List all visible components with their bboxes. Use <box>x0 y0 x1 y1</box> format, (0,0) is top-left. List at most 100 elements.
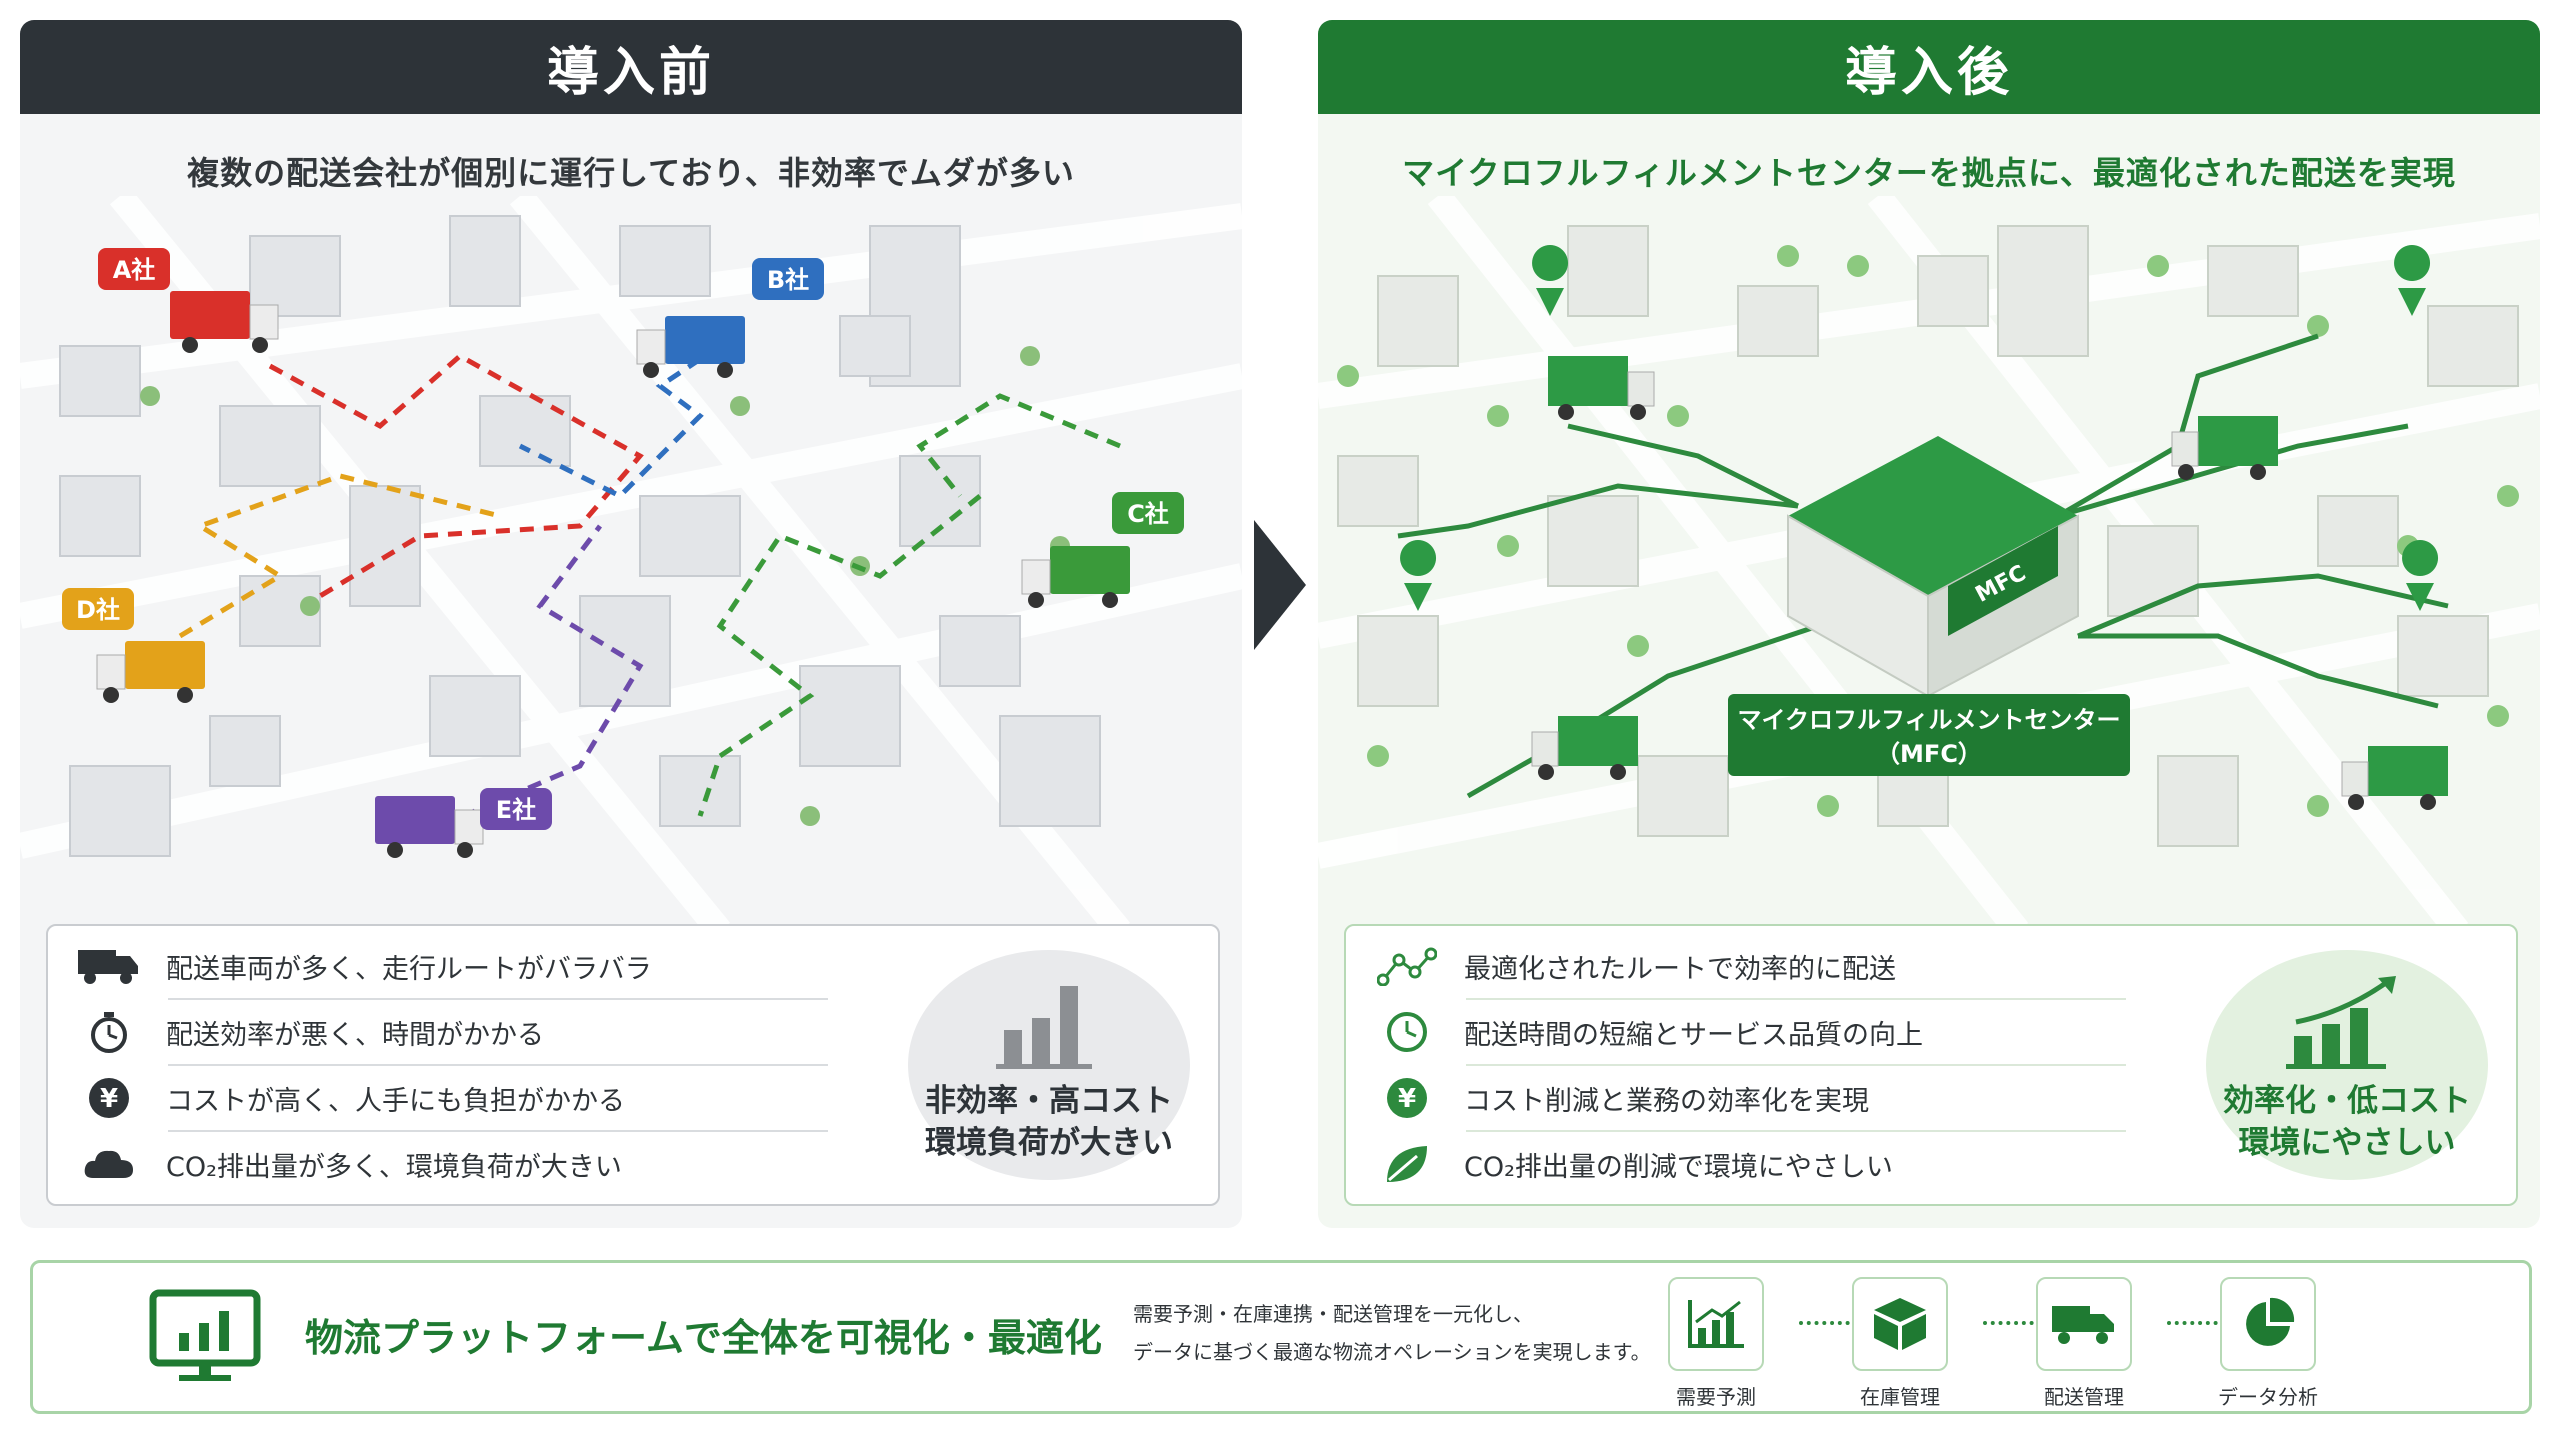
platform-desc-line1: 需要予測・在庫連携・配送管理を一元化し、 <box>1133 1302 1533 1326</box>
route-c <box>697 494 982 817</box>
box-icon <box>1874 1298 1926 1350</box>
after-item-2-text: 配送時間の短縮とサービス品質の向上 <box>1464 1019 1923 1051</box>
divider <box>1466 1130 2126 1132</box>
leaf-icon <box>1376 1140 1438 1188</box>
route-a <box>268 352 644 599</box>
after-item-1: 最適化されたルートで効率的に配送 <box>1376 934 2126 998</box>
divider <box>168 1064 828 1066</box>
after-badge-line2: 環境にやさしい <box>2238 1125 2456 1161</box>
yen-icon: ¥ <box>1376 1074 1438 1122</box>
before-city-map: A社 B社 C社 D社 E社 <box>20 196 1242 931</box>
growth-chart-icon <box>2286 976 2396 1069</box>
before-badge-text: 非効率・高コスト 環境負荷が大きい <box>908 1080 1190 1164</box>
route-e <box>439 524 644 829</box>
svg-text:¥: ¥ <box>100 1084 118 1114</box>
co2-cloud-icon <box>78 1140 140 1188</box>
tool-data-analysis: データ分析 <box>2213 1277 2323 1410</box>
truck-b <box>636 316 745 378</box>
svg-text:C社: C社 <box>1127 500 1169 528</box>
mfc-label: マイクロフルフィルメントセンター （MFC） <box>1728 694 2130 776</box>
divider <box>1466 1064 2126 1066</box>
route-d <box>178 473 501 639</box>
company-label-c: C社 <box>1112 492 1184 534</box>
after-item-4-text: CO₂排出量の削減で環境にやさしい <box>1464 1151 1893 1183</box>
before-panel: 導入前 複数の配送会社が個別に運行しており、非効率でムダが多い <box>20 20 1242 1228</box>
stopwatch-icon <box>78 1008 140 1056</box>
location-pin-icon <box>2394 245 2431 316</box>
location-pin-icon <box>2402 540 2439 611</box>
truck-4 <box>2341 746 2448 810</box>
tool-label: 在庫管理 <box>1860 1385 1940 1409</box>
after-item-2: 配送時間の短縮とサービス品質の向上 <box>1376 1000 2126 1064</box>
svg-text:A社: A社 <box>113 256 156 284</box>
truck-a <box>170 291 279 353</box>
truck-c <box>1021 546 1130 608</box>
connector-dots <box>2167 1321 2241 1325</box>
after-panel: 導入後 マイクロフルフィルメントセンターを拠点に、最適化された配送を実現 <box>1318 20 2540 1228</box>
bar-chart-icon <box>996 986 1092 1069</box>
divider <box>1466 998 2126 1000</box>
before-item-1-text: 配送車両が多く、走行ルートがバラバラ <box>166 953 652 985</box>
truck-3 <box>1531 716 1638 780</box>
pie-chart-icon <box>2246 1297 2295 1346</box>
tool-demand-forecast: 需要予測 <box>1661 1277 1771 1410</box>
buildings <box>1337 225 2519 847</box>
company-label-b: B社 <box>752 258 824 300</box>
before-item-4: CO₂排出量が多く、環境負荷が大きい <box>78 1132 828 1196</box>
truck-1 <box>1548 356 1655 420</box>
after-summary-box: 最適化されたルートで効率的に配送 配送時間の短縮とサービス品質の向上 ¥ コスト… <box>1344 924 2518 1206</box>
before-summary-box: 配送車両が多く、走行ルートがバラバラ 配送効率が悪く、時間がかかる ¥ コストが… <box>46 924 1220 1206</box>
mfc-label-line1: マイクロフルフィルメントセンター <box>1737 706 2120 734</box>
company-label-a: A社 <box>98 248 170 290</box>
svg-text:E社: E社 <box>496 796 536 824</box>
truck-icon <box>78 942 140 990</box>
after-badge-text: 効率化・低コスト 環境にやさしい <box>2206 1080 2488 1164</box>
route-b <box>518 343 722 500</box>
monitor-chart-icon <box>149 1289 261 1381</box>
after-item-4: CO₂排出量の削減で環境にやさしい <box>1376 1132 2126 1196</box>
after-title: 導入後 <box>1318 20 2540 114</box>
tool-label: データ分析 <box>2218 1385 2318 1409</box>
before-badge-line2: 環境負荷が大きい <box>925 1125 1173 1161</box>
before-item-1: 配送車両が多く、走行ルートがバラバラ <box>78 934 828 998</box>
buildings <box>59 215 1101 857</box>
tool-label: 配送管理 <box>2044 1385 2124 1409</box>
after-badge: 効率化・低コスト 環境にやさしい <box>2206 950 2488 1180</box>
clock-icon <box>1376 1008 1438 1056</box>
route-icon <box>1376 942 1438 990</box>
before-item-4-text: CO₂排出量が多く、環境負荷が大きい <box>166 1151 622 1183</box>
platform-description: 需要予測・在庫連携・配送管理を一元化し、 データに基づく最適な物流オペレーション… <box>1133 1295 1651 1371</box>
truck-2 <box>2171 416 2278 480</box>
location-pin-icon <box>1532 245 1569 316</box>
platform-bar: 物流プラットフォームで全体を可視化・最適化 需要予測・在庫連携・配送管理を一元化… <box>30 1260 2532 1414</box>
location-pin-icon <box>1400 540 1437 611</box>
truck-icon <box>2052 1306 2114 1344</box>
company-label-e: E社 <box>480 788 552 830</box>
before-item-2: 配送効率が悪く、時間がかかる <box>78 1000 828 1064</box>
route-c-2 <box>916 393 1121 498</box>
transition-arrow-icon <box>1254 520 1306 650</box>
truck-d <box>96 641 205 703</box>
tool-delivery: 配送管理 <box>2029 1277 2139 1410</box>
platform-desc-line2: データに基づく最適な物流オペレーションを実現します。 <box>1133 1340 1651 1364</box>
bar-chart-icon <box>1688 1300 1744 1348</box>
svg-text:B社: B社 <box>767 266 809 294</box>
after-item-3-text: コスト削減と業務の効率化を実現 <box>1464 1085 1869 1117</box>
before-badge: 非効率・高コスト 環境負荷が大きい <box>908 950 1190 1180</box>
tool-inventory: 在庫管理 <box>1845 1277 1955 1410</box>
mfc-label-line2: （MFC） <box>1876 740 1982 768</box>
after-badge-line1: 効率化・低コスト <box>2223 1083 2471 1119</box>
divider <box>168 1130 828 1132</box>
before-item-3: ¥ コストが高く、人手にも負担がかかる <box>78 1066 828 1130</box>
before-item-2-text: 配送効率が悪く、時間がかかる <box>166 1019 544 1051</box>
before-badge-line1: 非効率・高コスト <box>925 1083 1173 1119</box>
after-subtitle: マイクロフルフィルメントセンターを拠点に、最適化された配送を実現 <box>1402 154 2456 192</box>
after-item-3: ¥ コスト削減と業務の効率化を実現 <box>1376 1066 2126 1130</box>
connector-dots <box>1983 1321 2057 1325</box>
after-city-map: MFC マイクロフルフィルメントセンター （MFC） <box>1318 196 2540 931</box>
trees <box>1337 245 2519 817</box>
before-item-3-text: コストが高く、人手にも負担がかかる <box>166 1085 625 1117</box>
connector-dots <box>1799 1321 1873 1325</box>
yen-icon: ¥ <box>78 1074 140 1122</box>
before-title: 導入前 <box>20 20 1242 114</box>
